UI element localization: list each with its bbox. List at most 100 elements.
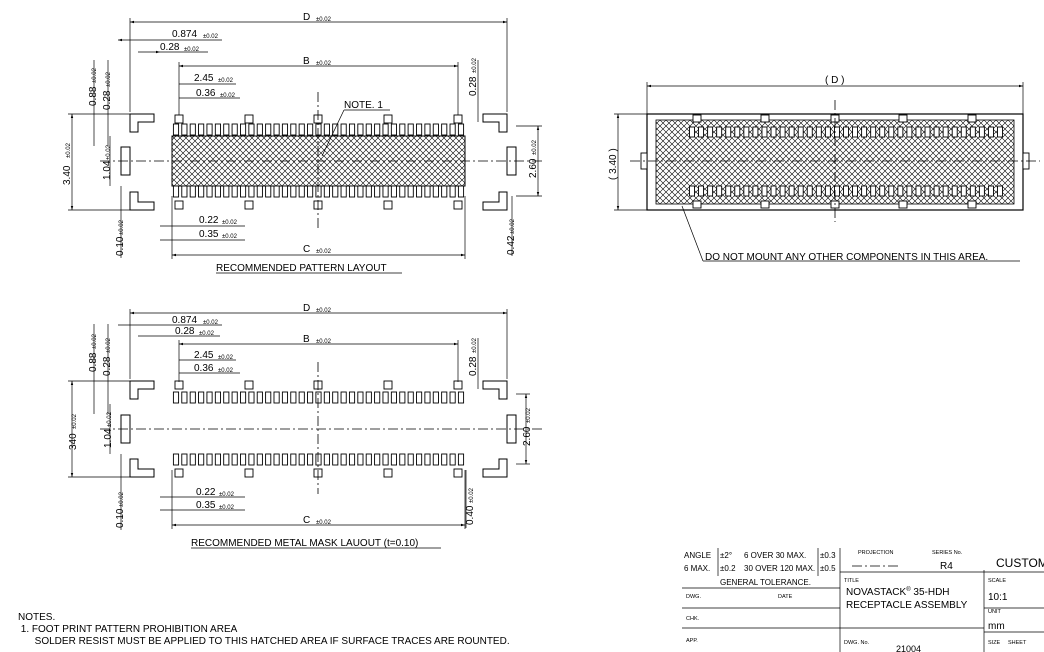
signal-pad [689,185,695,197]
signal-pad [340,391,347,404]
dim-245: 2.45 [194,73,214,84]
signal-pad [181,391,188,404]
signal-pad [416,123,423,136]
metal-mask-caption: RECOMMENDED METAL MASK LAUOUT (t=0.10) [191,538,418,549]
signal-pad [432,453,439,466]
tol-mark: ±0.02 [316,61,332,67]
date-label: DATE [778,594,793,600]
signal-pad [698,126,705,138]
pattern-pads [172,114,465,210]
tol-mark: ±0.02 [316,308,332,314]
signal-pad [315,453,322,466]
signal-pad [290,185,297,198]
signal-pad [357,185,364,198]
tol-mark: ±0.02 [106,337,112,353]
signal-pad [189,185,196,198]
signal-pad [399,391,406,404]
dim-010: 0.10 [115,236,126,256]
pattern-layout-caption: RECOMMENDED PATTERN LAYOUT [216,263,387,274]
signal-pad [281,123,289,136]
mask-dim-040: 0.40 [465,505,476,525]
tol-mark: ±0.02 [469,487,475,503]
signal-pad [797,185,804,197]
signal-pad [240,391,247,404]
signal-pad [457,391,465,404]
signal-pad [189,391,196,404]
signal-pad [390,185,397,198]
tol-mark: ±0.02 [106,144,112,160]
tol-mark: ±0.02 [92,67,98,83]
signal-pad [315,391,322,404]
signal-pad [198,123,205,136]
notes-line-1: 1. FOOT PRINT PATTERN PROHIBITION AREA [18,624,238,635]
signal-pad [987,185,994,197]
hold-down-pad [453,200,463,210]
signal-pad [906,185,913,197]
signal-pad [256,391,263,404]
hold-down-pad [967,200,977,209]
signal-pad [449,453,456,466]
mask-dim-0874: 0.874 [172,315,197,326]
signal-pad [424,185,431,198]
signal-pad [365,453,372,466]
signal-pad [797,126,804,138]
signal-pad [365,123,372,136]
signal-pad [281,391,289,404]
signal-pad [298,453,305,466]
signal-pad [716,185,723,197]
chk-label: CHK. [686,616,700,622]
signal-pad [374,185,381,198]
tol-mark: ±0.02 [119,491,125,507]
sheet-label: SHEET [1008,640,1027,646]
signal-pad [223,185,230,198]
signal-pad [951,126,958,138]
hold-down-pad [383,468,393,478]
signal-pad [348,453,356,466]
prohibition-callout: DO NOT MOUNT ANY OTHER COMPONENTS IN THI… [705,252,988,263]
signal-pad [915,185,922,197]
signal-pad [707,126,714,138]
hold-down-pad [174,468,184,478]
mask-dim-028-left: 0.28 [102,356,113,376]
mask-dim-B: B [303,334,310,345]
signal-pad [374,453,381,466]
signal-pad [416,185,423,198]
over30-label: 6 OVER 30 MAX. [744,551,806,560]
tol-mark: ±0.02 [203,320,219,326]
signal-pad [833,126,840,138]
tol-mark: ±0.02 [119,219,125,235]
signal-pad [348,391,356,404]
dim-036: 0.36 [196,88,216,99]
tol-mark: ±0.02 [472,337,478,353]
scale-value: 10:1 [988,592,1008,603]
hold-down-pad [244,200,254,210]
signal-pad [240,185,247,198]
dim-028-left: 0.28 [102,90,113,110]
dim-B: B [303,56,310,67]
signal-pad [248,123,255,136]
scale-label: SCALE [988,578,1006,584]
signal-pad [843,126,849,138]
title-block: ANGLE ±2° 6 OVER 30 MAX. ±0.3 6 MAX. ±0.… [682,548,1044,652]
signal-pad [348,185,356,198]
signal-pad [924,185,931,197]
pattern-layout-view: D ±0.02 0.874 ±0.02 0.28 ±0.02 B ±0.02 2… [62,12,545,274]
tol-mark: ±0.02 [218,368,234,374]
signal-pad [399,185,406,198]
signal-pad [441,391,448,404]
tol-mark: ±0.02 [222,234,238,240]
signal-pad [198,391,205,404]
hold-down-pad [453,114,463,124]
notes-line-2: SOLDER RESIST MUST BE APPLIED TO THIS HA… [18,636,510,647]
signal-pad [214,123,221,136]
signal-pad [770,126,777,138]
series-label: SERIES No. [932,550,963,556]
signal-pad [307,185,314,198]
hold-down-pad [760,114,770,123]
signal-pad [815,126,822,138]
signal-pad [399,453,406,466]
signal-pad [390,453,397,466]
signal-pad [348,123,356,136]
tol-mark: ±0.02 [316,339,332,345]
dim-022: 0.22 [199,215,219,226]
